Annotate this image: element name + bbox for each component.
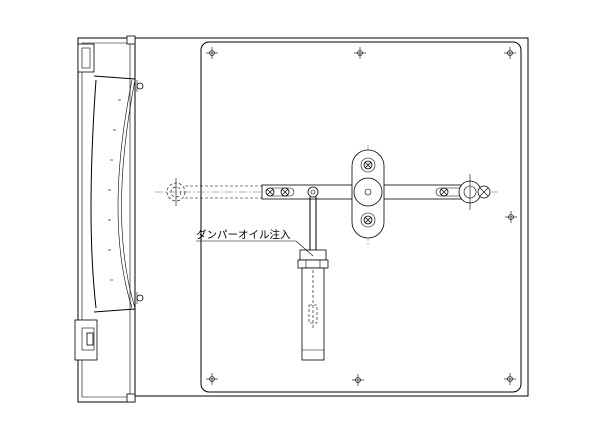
arm-screw	[265, 187, 275, 197]
pivot-bracket	[351, 149, 385, 239]
mounting-hole	[504, 373, 516, 385]
retainer-screw-top	[136, 80, 144, 92]
retainer-screw-bottom	[136, 292, 144, 304]
oil-injection-callout: ダンパーオイル注入	[196, 228, 314, 257]
mounting-hole	[206, 373, 218, 385]
arm-screw	[439, 187, 449, 197]
mounting-hole	[206, 47, 218, 59]
mounting-hole	[352, 374, 364, 386]
mounting-hole	[354, 47, 366, 59]
housing-body	[134, 37, 529, 397]
right-end-assembly	[435, 174, 491, 210]
bracket-screw-top	[360, 157, 376, 173]
door-frame	[74, 35, 144, 403]
callout-label: ダンパーオイル注入	[196, 228, 291, 241]
arm-screw	[280, 187, 290, 197]
hidden-pivot	[166, 178, 186, 206]
mounting-plate	[200, 41, 522, 393]
eccentric-screw	[477, 185, 491, 199]
mounting-hole	[505, 211, 517, 223]
link-pin	[307, 186, 319, 198]
bracket-screw-bottom	[360, 212, 376, 228]
mounting-hole	[504, 47, 516, 59]
oil-damper	[297, 197, 329, 361]
